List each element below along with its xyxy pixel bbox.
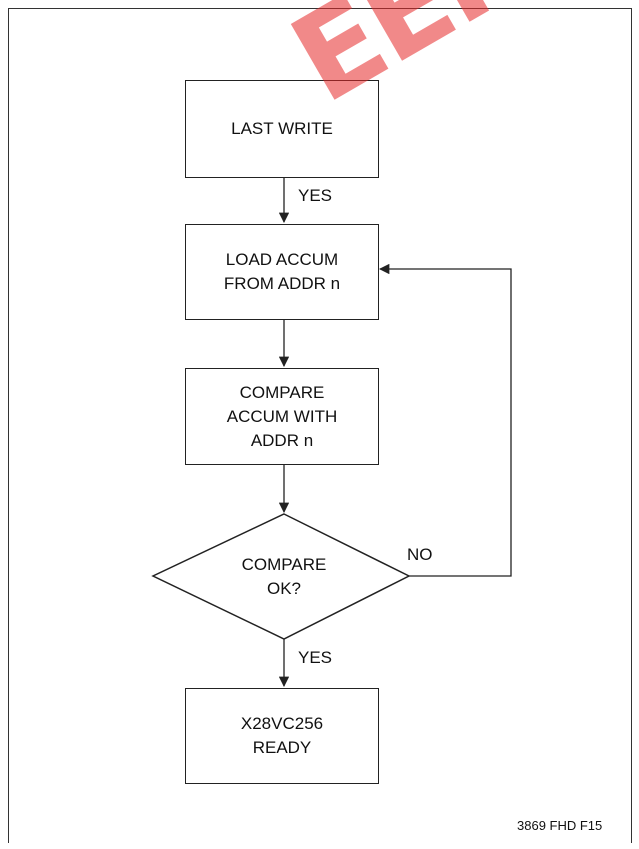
- ready-line1: X28VC256: [240, 714, 324, 733]
- compare-accum-box: COMPARE ACCUM WITH ADDR n: [185, 368, 379, 465]
- ready-box: X28VC256 READY: [185, 688, 379, 784]
- decision-text: COMPARE OK?: [214, 553, 354, 601]
- compare-accum-line3: ADDR n: [250, 430, 314, 450]
- compare-accum-line2: ACCUM WITH: [226, 406, 338, 426]
- ready-line2: READY: [252, 738, 312, 757]
- yes-label-top: YES: [298, 186, 333, 205]
- compare-accum-line1: COMPARE: [239, 382, 325, 402]
- loop-no-path: [378, 263, 512, 577]
- diagram-frame: [8, 8, 632, 843]
- last-write-box: LAST WRITE: [185, 80, 379, 178]
- last-write-text: LAST WRITE: [231, 119, 333, 138]
- load-accum-line1: LOAD ACCUM: [225, 250, 339, 269]
- decision-line2: OK?: [266, 579, 302, 598]
- no-label: NO: [407, 545, 433, 564]
- load-accum-line2: FROM ADDR n: [223, 274, 341, 293]
- yes-label-bottom: YES: [298, 648, 333, 667]
- figure-id: 3869 FHD F15: [517, 818, 603, 833]
- decision-line1: COMPARE: [241, 555, 327, 574]
- load-accum-box: LOAD ACCUM FROM ADDR n: [185, 224, 379, 320]
